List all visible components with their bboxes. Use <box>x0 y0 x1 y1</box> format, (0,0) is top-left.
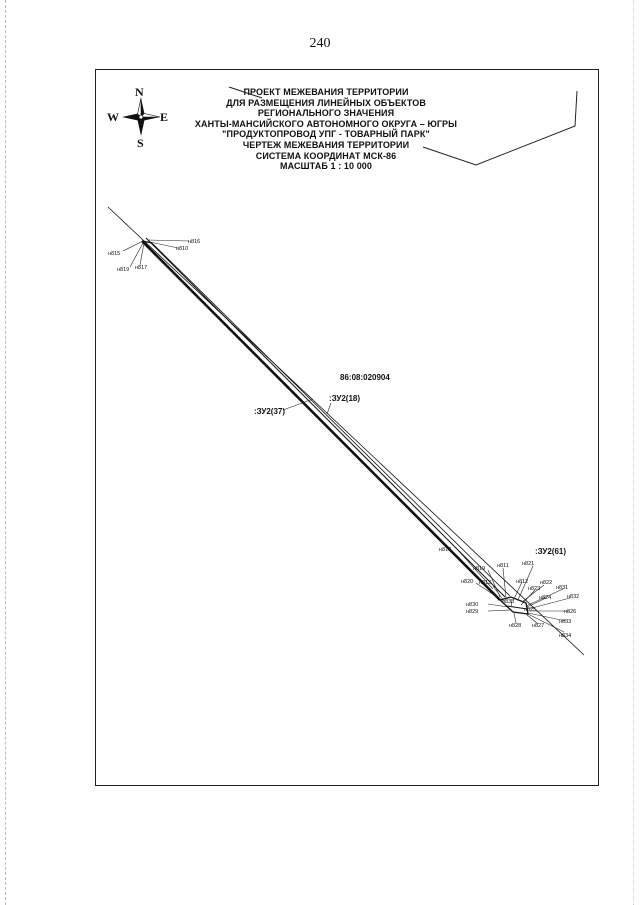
title-line-5: "ПРОДУКТОПРОВОД УПГ - ТОВАРНЫЙ ПАРК" <box>222 129 430 140</box>
leader-n830 <box>487 603 509 608</box>
compass-west-label: W <box>107 110 119 124</box>
title-line-6: ЧЕРТЕЖ МЕЖЕВАНИЯ ТЕРРИТОРИИ <box>242 139 410 150</box>
leader-n813 <box>492 585 505 602</box>
title-line-2: ДЛЯ РАЗМЕЩЕНИЯ ЛИНЕЙНЫХ ОБЪЕКТОВ <box>226 97 426 108</box>
point-label-n818: н818 <box>439 547 451 553</box>
boundary-line-top-right <box>422 90 578 166</box>
point-label-n828: н828 <box>509 623 521 629</box>
boundary-line-top-left <box>228 86 263 99</box>
zone-label-zu2-61: :ЗУ2(61) <box>535 547 566 556</box>
point-label-n824: н824 <box>539 595 551 601</box>
title-line-3: РЕГИОНАЛЬНОГО ЗНАЧЕНИЯ <box>257 108 395 119</box>
point-label-n821: н821 <box>522 561 534 567</box>
leader-n828 <box>513 612 517 624</box>
map-frame <box>95 69 599 786</box>
point-label-n829: н829 <box>466 609 478 615</box>
leader-n824 <box>526 597 547 608</box>
leader-n819-top <box>129 242 144 268</box>
leader-n822 <box>521 584 545 603</box>
leader-n827 <box>525 613 539 625</box>
point-label-n817: н817 <box>135 265 147 271</box>
compass-south-label: S <box>137 136 144 150</box>
leader-n816 <box>147 239 190 242</box>
leader-n829 <box>487 609 511 612</box>
title-line-7: СИСТЕМА КООРДИНАТ МСК-86 <box>255 150 397 161</box>
point-label-n813: н813 <box>479 580 491 586</box>
corridor-edge-heavy <box>141 240 501 601</box>
point-label-n811: н811 <box>497 563 509 569</box>
leader-n823 <box>520 589 536 606</box>
leader-n825 <box>521 607 528 610</box>
scan-edge-right <box>633 0 635 905</box>
corridor-axis-line <box>107 206 585 656</box>
point-label-n835: н835 <box>502 599 514 605</box>
point-label-n826: н826 <box>564 609 576 615</box>
compass-rose: N S E W <box>106 85 176 150</box>
leader-zu2-18 <box>326 402 332 415</box>
point-label-n823: н823 <box>528 586 540 592</box>
point-label-n827: н827 <box>532 623 544 629</box>
leader-n833 <box>527 612 567 622</box>
point-label-n831: н831 <box>556 585 568 591</box>
leader-n834 <box>527 613 565 633</box>
page-number: 240 <box>309 36 331 51</box>
point-label-n819-b: н819 <box>473 566 485 572</box>
compass-east-label: E <box>160 110 169 124</box>
leader-n821 <box>517 565 534 601</box>
leader-n831 <box>525 588 564 607</box>
point-label-n822: н822 <box>540 580 552 586</box>
point-label-n815: н815 <box>108 251 120 257</box>
leader-n810 <box>149 241 179 249</box>
point-label-n819-top: н819 <box>117 267 129 273</box>
corridor-edge-top <box>141 240 153 244</box>
title-block: ПРОЕКТ МЕЖЕВАНИЯ ТЕРРИТОРИИ ДЛЯ РАЗМЕЩЕН… <box>176 87 476 172</box>
title-line-1: ПРОЕКТ МЕЖЕВАНИЯ ТЕРРИТОРИИ <box>243 87 409 97</box>
point-label-n816: н816 <box>188 239 200 245</box>
zone-label-zu2-18: :ЗУ2(18) <box>329 394 360 403</box>
point-label-n820: н820 <box>461 579 473 585</box>
zone-label-zu2-37: :ЗУ2(37) <box>254 407 285 416</box>
point-label-n825: н825 <box>524 607 536 613</box>
point-label-n812: н812 <box>516 579 528 585</box>
leader-n818 <box>455 547 494 590</box>
point-label-n832: н832 <box>567 594 579 600</box>
point-label-n830: н830 <box>466 602 478 608</box>
leader-n812 <box>512 581 523 602</box>
point-label-n834: н834 <box>559 633 571 639</box>
leader-n817 <box>139 242 145 266</box>
title-line-8: МАСШТАБ 1 : 10 000 <box>279 161 373 172</box>
leader-zu2-37 <box>282 398 314 411</box>
leader-n815 <box>122 240 144 252</box>
leader-n835 <box>510 600 513 608</box>
point-label-n833: н833 <box>559 619 571 625</box>
corridor-edge-outer <box>145 237 506 598</box>
compass-north-label: N <box>135 85 144 99</box>
leader-n811 <box>502 567 507 599</box>
leader-n820 <box>475 582 501 600</box>
corridor-edge-inner <box>151 242 511 597</box>
title-line-4: ХАНТЫ-МАНСИЙСКОГО АВТОНОМНОГО ОКРУГА – Ю… <box>194 118 458 129</box>
cadastral-quarter-label: 86:08:020904 <box>340 373 390 382</box>
leader-n832 <box>527 597 571 610</box>
compass-rose-icon <box>122 97 161 136</box>
point-label-n810: н810 <box>176 246 188 252</box>
scan-edge-left <box>5 0 7 905</box>
